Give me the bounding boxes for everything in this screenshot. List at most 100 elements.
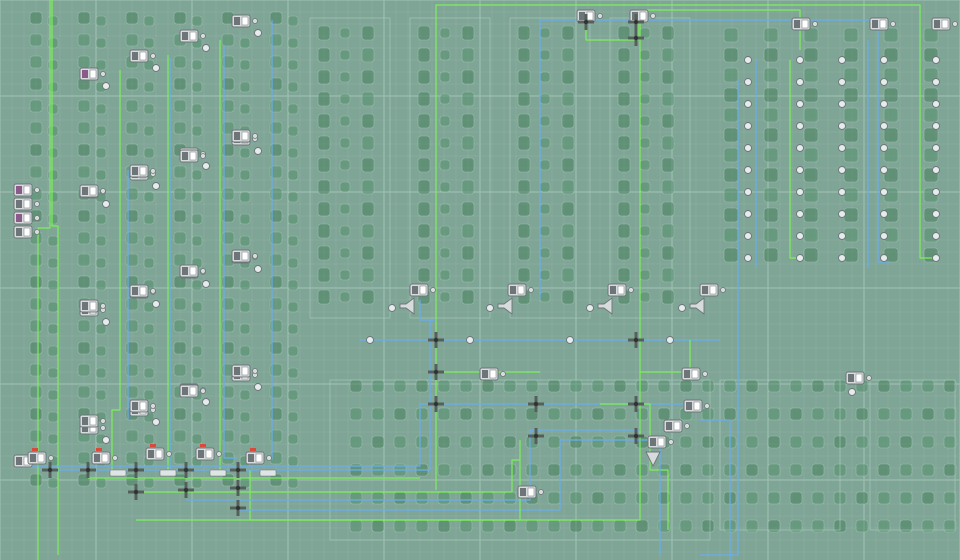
medium-electric-pole-icon[interactable] [628, 14, 644, 30]
lamp-icon[interactable] [838, 122, 846, 130]
arithmetic-combinator-icon[interactable] [699, 283, 726, 297]
lamp-icon[interactable] [880, 144, 888, 152]
lamp-icon[interactable] [932, 254, 940, 262]
medium-electric-pole-icon[interactable] [80, 462, 96, 478]
lamp-icon[interactable] [202, 280, 210, 288]
lamp-icon[interactable] [486, 304, 494, 312]
lamp-icon[interactable] [388, 304, 396, 312]
arithmetic-combinator-icon[interactable] [409, 283, 436, 297]
lamp-icon[interactable] [880, 100, 888, 108]
decider-arrow-icon[interactable] [645, 451, 661, 468]
lamp-icon[interactable] [152, 182, 160, 190]
lamp-icon[interactable] [796, 232, 804, 240]
lamp-icon[interactable] [744, 210, 752, 218]
arithmetic-combinator-icon[interactable] [179, 264, 206, 278]
programmable-speaker-icon[interactable] [689, 297, 705, 315]
lamp-icon[interactable] [932, 210, 940, 218]
lamp-icon[interactable] [744, 78, 752, 86]
lamp-icon[interactable] [880, 232, 888, 240]
arithmetic-combinator-icon[interactable] [79, 67, 106, 81]
lamp-icon[interactable] [254, 147, 262, 155]
medium-electric-pole-icon[interactable] [178, 462, 194, 478]
lamp-icon[interactable] [796, 210, 804, 218]
lamp-icon[interactable] [932, 100, 940, 108]
lamp-icon[interactable] [744, 56, 752, 64]
lamp-icon[interactable] [254, 265, 262, 273]
lamp-icon[interactable] [678, 304, 686, 312]
constant-combinator-icon[interactable] [259, 469, 277, 477]
medium-electric-pole-icon[interactable] [230, 500, 246, 516]
lamp-icon[interactable] [880, 188, 888, 196]
arithmetic-combinator-icon[interactable] [129, 164, 156, 178]
arithmetic-combinator-icon[interactable] [13, 225, 40, 239]
arithmetic-combinator-icon[interactable] [231, 364, 258, 378]
arithmetic-combinator-icon[interactable] [845, 371, 872, 385]
lamp-icon[interactable] [102, 318, 110, 326]
arithmetic-combinator-icon[interactable] [231, 249, 258, 263]
lamp-icon[interactable] [202, 162, 210, 170]
medium-electric-pole-icon[interactable] [578, 14, 594, 30]
lamp-icon[interactable] [838, 144, 846, 152]
medium-electric-pole-icon[interactable] [230, 480, 246, 496]
arithmetic-combinator-icon[interactable] [129, 49, 156, 63]
lamp-icon[interactable] [838, 188, 846, 196]
lamp-icon[interactable] [796, 56, 804, 64]
medium-electric-pole-icon[interactable] [628, 396, 644, 412]
arithmetic-combinator-icon[interactable] [195, 447, 222, 461]
lamp-icon[interactable] [466, 336, 474, 344]
arithmetic-combinator-icon[interactable] [663, 419, 690, 433]
lamp-icon[interactable] [586, 304, 594, 312]
lamp-icon[interactable] [744, 122, 752, 130]
programmable-speaker-icon[interactable] [399, 297, 415, 315]
arithmetic-combinator-icon[interactable] [13, 183, 40, 197]
lamp-icon[interactable] [102, 200, 110, 208]
lamp-icon[interactable] [102, 82, 110, 90]
medium-electric-pole-icon[interactable] [428, 364, 444, 380]
arithmetic-combinator-icon[interactable] [231, 14, 258, 28]
lamp-icon[interactable] [880, 210, 888, 218]
lamp-icon[interactable] [202, 398, 210, 406]
arithmetic-combinator-icon[interactable] [681, 367, 708, 381]
arithmetic-combinator-icon[interactable] [13, 211, 40, 225]
arithmetic-combinator-icon[interactable] [791, 17, 818, 31]
lamp-icon[interactable] [666, 336, 674, 344]
lamp-icon[interactable] [152, 64, 160, 72]
lamp-icon[interactable] [932, 78, 940, 86]
lamp-icon[interactable] [254, 29, 262, 37]
arithmetic-combinator-icon[interactable] [79, 414, 106, 428]
medium-electric-pole-icon[interactable] [528, 396, 544, 412]
lamp-icon[interactable] [838, 100, 846, 108]
lamp-icon[interactable] [796, 254, 804, 262]
lamp-icon[interactable] [152, 418, 160, 426]
lamp-icon[interactable] [838, 166, 846, 174]
lamp-icon[interactable] [880, 122, 888, 130]
device-layer[interactable] [13, 9, 958, 516]
medium-electric-pole-icon[interactable] [128, 462, 144, 478]
lamp-icon[interactable] [744, 166, 752, 174]
programmable-speaker-icon[interactable] [597, 297, 613, 315]
lamp-icon[interactable] [838, 78, 846, 86]
programmable-speaker-icon[interactable] [497, 297, 513, 315]
lamp-icon[interactable] [880, 254, 888, 262]
lamp-icon[interactable] [932, 122, 940, 130]
lamp-icon[interactable] [880, 78, 888, 86]
lamp-icon[interactable] [254, 383, 262, 391]
arithmetic-combinator-icon[interactable] [179, 29, 206, 43]
arithmetic-combinator-icon[interactable] [145, 447, 172, 461]
medium-electric-pole-icon[interactable] [528, 428, 544, 444]
lamp-icon[interactable] [880, 166, 888, 174]
arithmetic-combinator-icon[interactable] [231, 129, 258, 143]
arithmetic-combinator-icon[interactable] [683, 399, 710, 413]
medium-electric-pole-icon[interactable] [628, 332, 644, 348]
lamp-icon[interactable] [796, 188, 804, 196]
arithmetic-combinator-icon[interactable] [517, 485, 544, 499]
arithmetic-combinator-icon[interactable] [507, 283, 534, 297]
arithmetic-combinator-icon[interactable] [27, 451, 54, 465]
medium-electric-pole-icon[interactable] [628, 428, 644, 444]
lamp-icon[interactable] [932, 232, 940, 240]
medium-electric-pole-icon[interactable] [428, 396, 444, 412]
arithmetic-combinator-icon[interactable] [479, 367, 506, 381]
lamp-icon[interactable] [838, 210, 846, 218]
